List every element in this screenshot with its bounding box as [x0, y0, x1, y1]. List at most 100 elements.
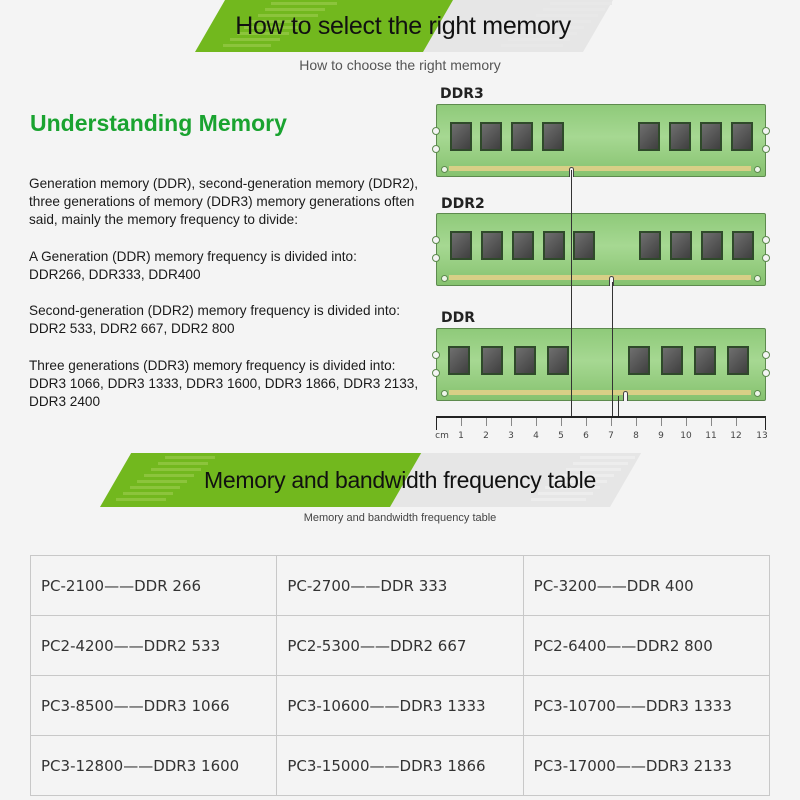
ddr-notch-guide-line [618, 396, 619, 417]
ruler-tick-label: 11 [705, 431, 717, 441]
ddr2-label: DDR2 [441, 196, 485, 212]
ddr-label: DDR [441, 310, 476, 326]
gold-pins [449, 166, 751, 171]
table-cell: PC3-17000——DDR3 2133 [522, 735, 771, 796]
ruler-tick-label: 5 [558, 431, 564, 441]
ddr2-paragraph-line1: Second-generation (DDR2) memory frequenc… [29, 303, 400, 318]
ddr-paragraph-line2: DDR266, DDR333, DDR400 [29, 267, 201, 282]
ddr2-notch-guide-line [612, 282, 613, 417]
memory-chip [514, 346, 536, 375]
table-cell: PC-2700——DDR 333 [276, 555, 524, 616]
ruler-tick-label: 1 [458, 431, 464, 441]
memory-chip [732, 231, 754, 260]
side-notch [432, 254, 440, 262]
mount-hole [754, 166, 761, 173]
memory-chip [573, 231, 595, 260]
ruler [436, 416, 766, 430]
mount-hole [441, 275, 448, 282]
gold-pins [449, 275, 751, 280]
memory-chip [700, 122, 722, 151]
mount-hole [754, 390, 761, 397]
ddr2-paragraph: Second-generation (DDR2) memory frequenc… [29, 302, 434, 338]
side-notch [432, 351, 440, 359]
memory-chip [448, 346, 470, 375]
intro-paragraph: Generation memory (DDR), second-generati… [29, 176, 419, 227]
memory-chip [450, 231, 472, 260]
table-banner: Memory and bandwidth frequency table [70, 453, 670, 507]
table-cell: PC2-5300——DDR2 667 [276, 615, 524, 676]
table-row: PC-2100——DDR 266 PC-2700——DDR 333 PC-320… [29, 555, 771, 616]
memory-chip [547, 346, 569, 375]
ddr-module [432, 328, 770, 401]
table-cell: PC3-10600——DDR3 1333 [276, 675, 524, 736]
memory-chip [638, 122, 660, 151]
understanding-heading: Understanding Memory [30, 110, 287, 136]
ddr-paragraph-line1: A Generation (DDR) memory frequency is d… [29, 249, 357, 264]
ddr3-label: DDR3 [440, 86, 484, 102]
mount-hole [754, 275, 761, 282]
mount-hole [441, 390, 448, 397]
side-notch [762, 127, 770, 135]
frequency-table: PC-2100——DDR 266 PC-2700——DDR 333 PC-320… [29, 555, 771, 796]
ruler-unit-label: cm [435, 431, 449, 441]
memory-chip [661, 346, 683, 375]
key-notch [623, 391, 628, 401]
memory-chip [727, 346, 749, 375]
ddr3-paragraph-line2: DDR3 1066, DDR3 1333, DDR3 1600, DDR3 18… [29, 376, 419, 409]
table-section-subtitle: Memory and bandwidth frequency table [303, 512, 497, 524]
side-notch [762, 369, 770, 377]
ruler-tick-label: 10 [680, 431, 692, 441]
side-notch [762, 145, 770, 153]
table-section-title: Memory and bandwidth frequency table [204, 466, 596, 493]
side-notch [432, 127, 440, 135]
memory-chip [543, 231, 565, 260]
ruler-tick-label: 9 [658, 431, 664, 441]
table-cell: PC3-15000——DDR3 1866 [276, 735, 524, 796]
ddr3-paragraph-line1: Three generations (DDR3) memory frequenc… [29, 358, 396, 373]
side-notch [432, 369, 440, 377]
memory-chip [450, 122, 472, 151]
ddr3-paragraph: Three generations (DDR3) memory frequenc… [29, 357, 434, 411]
page-title: How to select the right memory [235, 11, 571, 40]
page-subtitle: How to choose the right memory [299, 57, 501, 73]
table-cell: PC-3200——DDR 400 [522, 555, 771, 616]
table-row: PC2-4200——DDR2 533 PC2-5300——DDR2 667 PC… [29, 615, 771, 676]
ddr3-module [432, 104, 770, 177]
gold-pins [449, 390, 751, 395]
ddr-paragraph: A Generation (DDR) memory frequency is d… [29, 248, 434, 284]
table-row: PC3-12800——DDR3 1600 PC3-15000——DDR3 186… [29, 735, 771, 796]
memory-chip [731, 122, 753, 151]
memory-chip [694, 346, 716, 375]
side-notch [432, 236, 440, 244]
side-notch [762, 236, 770, 244]
ruler-tick-label: 13 [756, 431, 768, 441]
ruler-tick-label: 2 [483, 431, 489, 441]
memory-chip [481, 231, 503, 260]
key-notch [609, 276, 614, 286]
ruler-tick-label: 6 [583, 431, 589, 441]
memory-chip [542, 122, 564, 151]
memory-chip [669, 122, 691, 151]
memory-chip [670, 231, 692, 260]
ddr3-notch-guide-line [571, 170, 572, 417]
table-cell: PC3-8500——DDR3 1066 [29, 675, 278, 736]
ddr2-paragraph-line2: DDR2 533, DDR2 667, DDR2 800 [29, 321, 235, 336]
side-notch [762, 351, 770, 359]
memory-chip [511, 122, 533, 151]
ruler-tick-label: 4 [533, 431, 539, 441]
ruler-tick-label: 3 [508, 431, 514, 441]
side-notch [432, 145, 440, 153]
ruler-tick-label: 7 [608, 431, 614, 441]
table-cell: PC2-6400——DDR2 800 [522, 615, 771, 676]
mount-hole [441, 166, 448, 173]
memory-chip [481, 346, 503, 375]
table-row: PC3-8500——DDR3 1066 PC3-10600——DDR3 1333… [29, 675, 771, 736]
ruler-tick-label: 8 [633, 431, 639, 441]
ddr2-module [432, 213, 770, 286]
memory-chip [628, 346, 650, 375]
table-cell: PC3-10700——DDR3 1333 [522, 675, 771, 736]
table-cell: PC2-4200——DDR2 533 [29, 615, 278, 676]
memory-chip [480, 122, 502, 151]
table-cell: PC-2100——DDR 266 [29, 555, 278, 616]
ruler-tick-label: 12 [730, 431, 742, 441]
